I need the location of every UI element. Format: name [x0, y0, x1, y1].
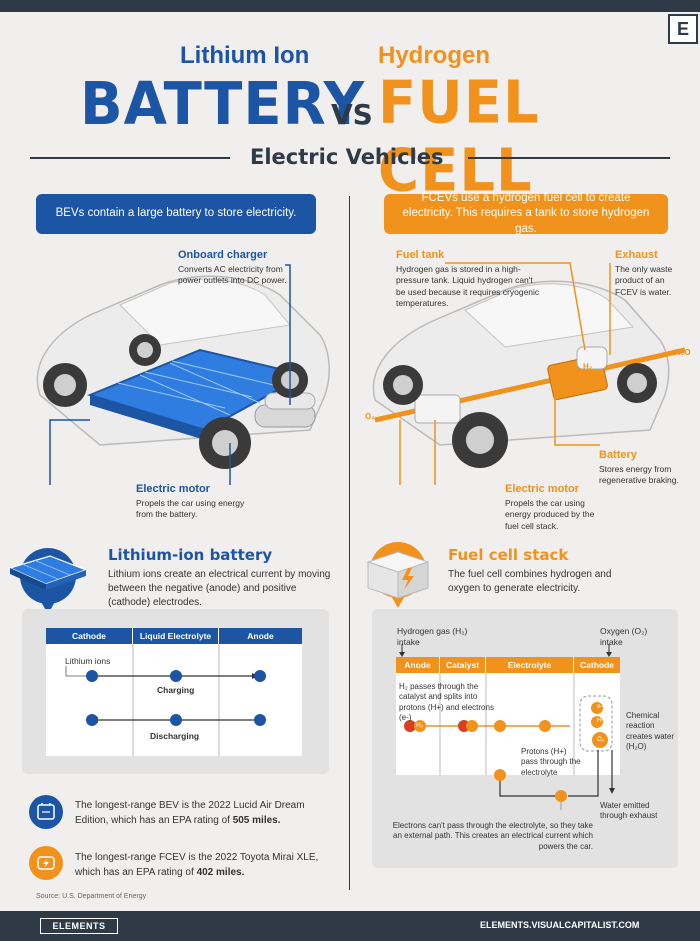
fcev-battery-title: Battery — [599, 449, 637, 461]
fc-o2-intake: Oxygen (O₂) intake — [600, 626, 648, 648]
li-discharging-label: Discharging — [150, 731, 200, 741]
li-flow-diagram — [65, 644, 266, 756]
fc-hplus-label: H+ — [597, 717, 606, 724]
footer-url[interactable]: ELEMENTS.VISUALCAPITALIST.COM — [480, 920, 640, 930]
bev-intro: BEVs contain a large battery to store el… — [36, 194, 316, 234]
battery-badge-icon — [8, 548, 88, 614]
elements-logo: E — [668, 14, 698, 44]
bev-motor-text: Propels the car using energy from the ba… — [136, 498, 245, 520]
footer-logo: ELEMENTS — [40, 918, 118, 934]
fcev-intro: FCEVs use a hydrogen fuel cell to create… — [384, 192, 668, 235]
right-subtitle: Hydrogen — [378, 42, 491, 69]
subtitle-rule-left — [30, 157, 230, 159]
fuelcell-badge-icon — [366, 542, 430, 608]
fc-e-label: e- — [597, 703, 603, 710]
fcev-fact-icon — [29, 846, 63, 880]
fc-text: The fuel cell combines hydrogen and oxyg… — [448, 569, 612, 594]
fc-chemical-text: Chemical reaction creates water (H₂O) — [626, 711, 675, 752]
left-title: BATTERY — [80, 70, 366, 139]
li-title: Lithium-ion battery — [108, 546, 273, 564]
footer-bar — [0, 911, 700, 941]
fc-header-electrolyte: Electrolyte — [486, 657, 574, 673]
fcev-fact: The longest-range FCEV is the 2022 Toyot… — [75, 851, 335, 880]
source-note: Source: U.S. Department of Energy — [36, 893, 147, 900]
bev-fact-icon — [29, 795, 63, 829]
exhaust-text: The only waste product of an FCEV is wat… — [615, 264, 673, 297]
h2o-car-label: H₂O — [675, 348, 691, 357]
fc-header-catalyst: Catalyst — [440, 657, 486, 673]
bev-car-illustration — [36, 264, 330, 485]
tank-text: Hydrogen gas is stored in a high-pressur… — [396, 264, 540, 309]
li-header-cathode: Cathode — [46, 628, 133, 644]
h2-car-label: H₂ — [583, 362, 593, 371]
fc-h2-intake: Hydrogen gas (H₂) intake — [397, 626, 468, 648]
bev-fact: The longest-range BEV is the 2022 Lucid … — [75, 799, 335, 828]
charger-text: Converts AC electricity from power outle… — [178, 264, 287, 286]
fc-water-text: Water emitted through exhaust — [600, 801, 658, 821]
fcev-car-illustration — [372, 262, 685, 485]
fc-h2-molecule: H₂ — [416, 722, 424, 729]
center-divider — [349, 196, 350, 890]
fcev-motor-title: Electric motor — [505, 483, 579, 495]
fc-header-cathode: Cathode — [574, 657, 620, 673]
fc-protons-text: Protons (H+) pass through the electrolyt… — [521, 747, 581, 777]
subtitle-rule-right — [468, 157, 670, 159]
fc-title: Fuel cell stack — [448, 546, 569, 564]
fcev-motor-text: Propels the car using energy produced by… — [505, 498, 595, 531]
li-ions-label: Lithium ions — [65, 656, 111, 666]
fcev-battery-text: Stores energy from regenerative braking. — [599, 464, 679, 486]
li-header-anode: Anode — [219, 628, 302, 644]
fcev-fact-value: 402 miles. — [196, 866, 245, 878]
li-charging-label: Charging — [157, 685, 195, 695]
page-subtitle: Electric Vehicles — [250, 145, 444, 169]
li-text: Lithium ions create an electrical curren… — [108, 569, 331, 608]
li-table — [46, 628, 302, 756]
right-title: FUEL CELL — [378, 68, 540, 206]
exhaust-title: Exhaust — [615, 249, 658, 261]
charger-title: Onboard charger — [178, 249, 268, 261]
bev-motor-title: Electric motor — [136, 483, 210, 495]
vs-label: VS — [331, 98, 373, 131]
fc-flow-diagram — [399, 644, 615, 810]
o2-car-label: O₂ — [365, 412, 375, 421]
top-bar — [0, 0, 700, 12]
bev-fact-value: 505 miles. — [232, 814, 281, 826]
left-subtitle: Lithium Ion — [180, 42, 310, 69]
fc-table — [396, 657, 620, 775]
tank-title: Fuel tank — [396, 249, 445, 261]
fc-passes-text: H₂ passes through the catalyst and split… — [399, 682, 494, 723]
fc-o2-label: O₂ — [597, 736, 605, 743]
li-header-electrolyte: Liquid Electrolyte — [133, 628, 219, 644]
fc-electrons-text: Electrons can't pass through the electro… — [392, 821, 593, 851]
bev-fact-text: The longest-range BEV is the 2022 Lucid … — [75, 800, 305, 826]
fc-header-anode: Anode — [396, 657, 440, 673]
fcev-fact-text: The longest-range FCEV is the 2022 Toyot… — [75, 852, 319, 878]
